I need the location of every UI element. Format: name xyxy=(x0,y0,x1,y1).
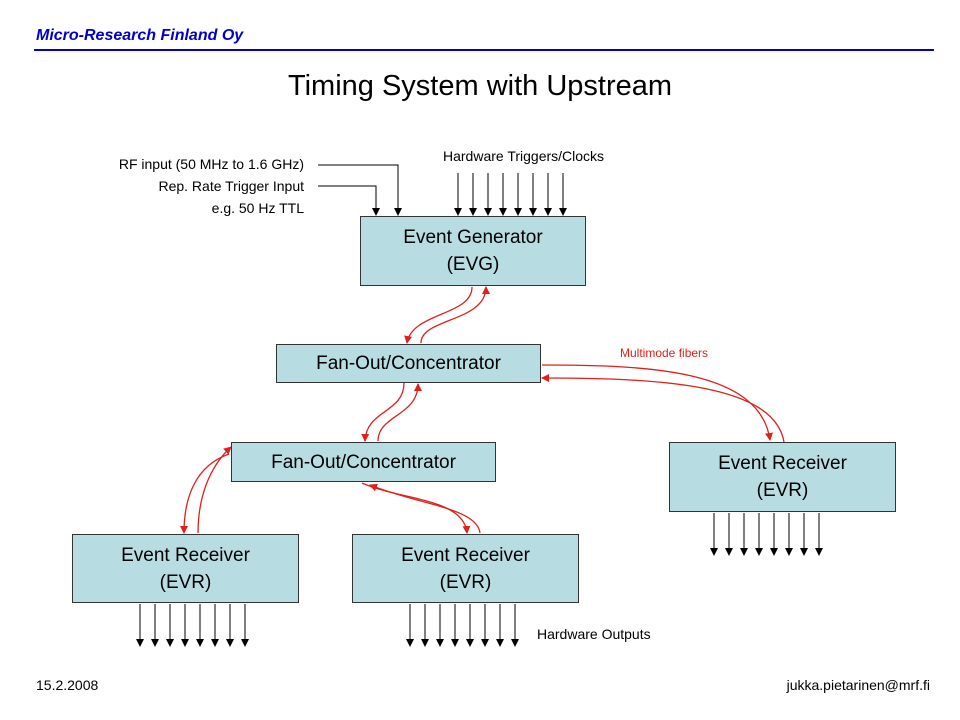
page-title: Timing System with Upstream xyxy=(287,70,673,102)
fanout-concentrator-top-box: Fan-Out/Concentrator xyxy=(276,344,541,383)
fiber-fanout-top-to-fanout-mid xyxy=(361,382,405,442)
header-rule xyxy=(34,49,934,51)
evg-abbrev: (EVG) xyxy=(446,254,500,275)
event-receiver-bottom-left-box: Event Receiver (EVR) xyxy=(72,534,299,603)
rep-rate-label: Rep. Rate Trigger Input xyxy=(158,178,304,194)
fiber-evr-left-to-fanout-mid xyxy=(197,446,232,534)
fiber-links xyxy=(180,286,785,534)
event-generator-box: Event Generator (EVG) xyxy=(360,216,586,286)
fanout-concentrator-mid-box: Fan-Out/Concentrator xyxy=(231,442,496,482)
company-name: Micro-Research Finland Oy xyxy=(36,27,244,44)
hw-triggers-label: Hardware Triggers/Clocks xyxy=(443,148,605,164)
rf-input-wire xyxy=(318,164,402,216)
evr-right-abbrev: (EVR) xyxy=(756,480,809,501)
evr-right-title: Event Receiver xyxy=(718,453,847,474)
evr-mid-title: Event Receiver xyxy=(401,544,530,566)
rf-input-label: RF input (50 MHz to 1.6 GHz) xyxy=(118,156,304,172)
footer-date: 15.2.2008 xyxy=(36,677,99,693)
fiber-fanout-top-to-evr-right xyxy=(541,364,773,441)
hw-trigger-arrows xyxy=(454,173,567,216)
evr-left-outputs xyxy=(136,604,249,647)
evr-mid-abbrev: (EVR) xyxy=(439,571,492,593)
evg-title: Event Generator xyxy=(403,227,543,248)
fiber-fanout-mid-to-fanout-top xyxy=(377,383,422,442)
fiber-evr-right-to-fanout-top xyxy=(541,374,785,443)
fiber-fanout-top-to-evg xyxy=(420,286,490,344)
fiber-evr-mid-to-fanout-mid xyxy=(369,483,481,534)
fiber-fanout-mid-to-evr-mid xyxy=(361,482,471,534)
fanout-top-title: Fan-Out/Concentrator xyxy=(316,353,501,374)
evr-left-abbrev: (EVR) xyxy=(159,571,212,593)
evr-left-title: Event Receiver xyxy=(121,544,250,566)
event-receiver-right-box: Event Receiver (EVR) xyxy=(669,442,896,512)
fiber-fanout-mid-to-evr-left xyxy=(180,453,230,534)
rep-rate-example-label: e.g. 50 Hz TTL xyxy=(211,200,304,216)
fiber-evg-to-fanout-top xyxy=(404,286,473,344)
rep-rate-wire xyxy=(318,185,380,216)
footer-email: jukka.pietarinen@mrf.fi xyxy=(786,677,930,693)
evr-right-outputs xyxy=(710,513,823,556)
event-receiver-bottom-mid-box: Event Receiver (EVR) xyxy=(352,534,579,603)
fanout-mid-title: Fan-Out/Concentrator xyxy=(271,451,456,473)
hardware-outputs-label: Hardware Outputs xyxy=(537,626,651,642)
evr-mid-outputs xyxy=(406,604,519,647)
multimode-fibers-label: Multimode fibers xyxy=(620,346,709,360)
